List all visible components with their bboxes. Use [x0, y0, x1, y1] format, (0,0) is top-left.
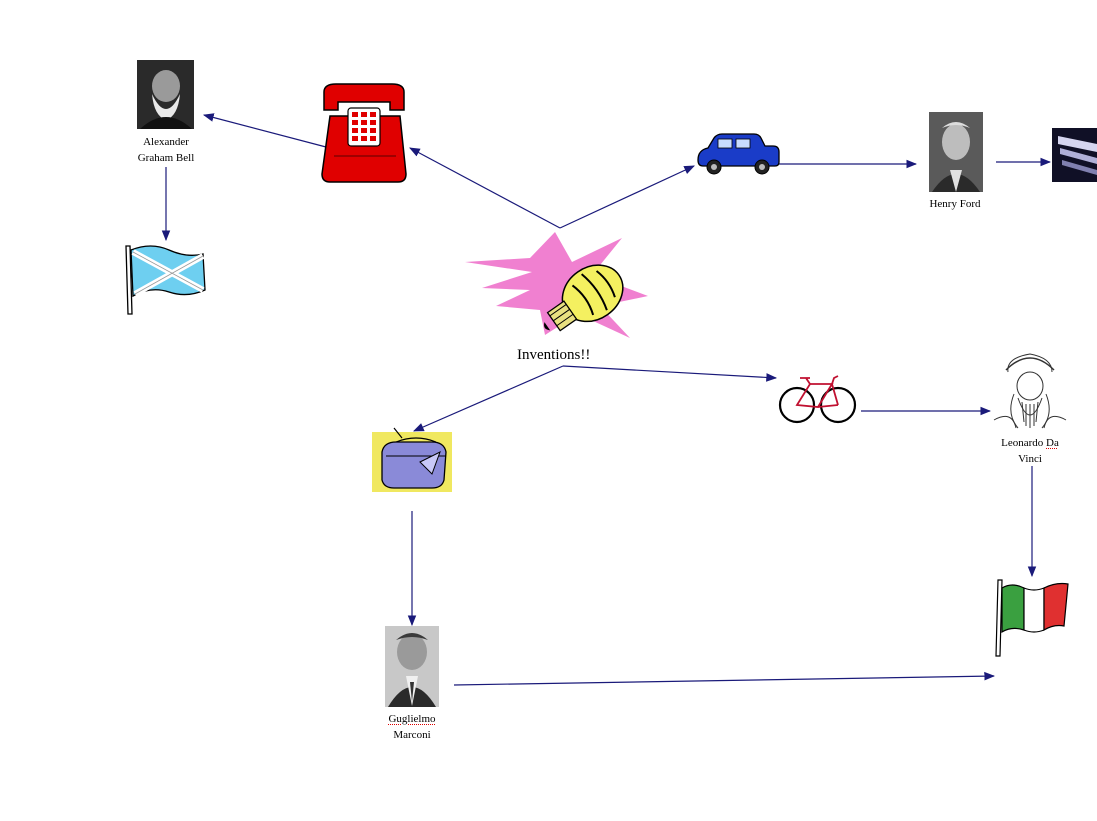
davinci-da: Da: [1046, 437, 1059, 449]
ford-portrait: [929, 112, 983, 192]
bell-label-line1: Alexander: [143, 136, 189, 148]
center-title: Inventions!!: [517, 347, 591, 363]
davinci-label: Leonardo Da Vinci: [990, 435, 1070, 467]
marconi-label: Guglielmo Marconi: [372, 711, 452, 743]
marconi-label-line2: Marconi: [393, 729, 431, 741]
radio-icon: [372, 427, 452, 492]
arrow-telephone-to-bell: [202, 113, 327, 148]
arrow-center-to-radio: [413, 365, 564, 432]
usa-flag-icon: [1052, 128, 1097, 182]
davinci-portrait: [993, 353, 1067, 429]
arrow-center-to-car: [559, 165, 695, 229]
bell-label-line2: Graham Bell: [137, 152, 195, 164]
arrow-center-to-telephone: [409, 147, 561, 229]
scotland-flag-icon: [125, 245, 206, 315]
bicycle-icon: [778, 375, 857, 424]
lightbulb-icon: [465, 232, 648, 338]
car-icon: [697, 133, 780, 175]
davinci-label-line2: Vinci: [1018, 453, 1042, 465]
marconi-label-line1: Guglielmo: [388, 713, 436, 725]
bell-label: Alexander Graham Bell: [126, 134, 206, 166]
italy-flag-icon: [995, 579, 1069, 657]
ford-label: Henry Ford: [929, 198, 981, 210]
arrow-marconi-to-italy: [453, 671, 996, 686]
davinci-label-line1: Leonardo Da: [990, 435, 1070, 451]
arrow-center-to-bicycle: [562, 365, 778, 382]
telephone-icon: [321, 83, 407, 183]
marconi-portrait: [385, 626, 439, 707]
bell-portrait: [137, 60, 194, 129]
davinci-first-name: Leonardo: [1001, 437, 1047, 449]
